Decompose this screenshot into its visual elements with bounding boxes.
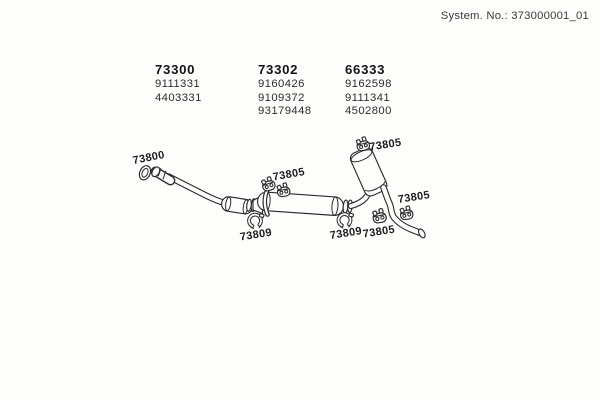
- inlet-coupling: [150, 166, 176, 186]
- callout-73805: 73805: [397, 189, 431, 206]
- part-number: 4403331: [155, 91, 202, 104]
- part-number: 9162598: [345, 78, 392, 90]
- system-number: System. No.: 373000001_01: [440, 10, 589, 22]
- part-group-66333: 66333 9162598 9111341 4502800: [345, 62, 392, 119]
- pipe-clamp-icon: [246, 211, 268, 231]
- callout-73809: 73809: [329, 225, 363, 242]
- rubber-hanger-icon: [398, 204, 415, 221]
- part-number: 9160426: [258, 78, 305, 90]
- part-group-code: 73302: [258, 62, 299, 77]
- callout-73800: 73800: [132, 149, 166, 167]
- part-group-73302: 73302 9160426 9109372 93179448: [258, 62, 311, 119]
- flange-gasket-icon: [138, 165, 152, 181]
- rubber-hanger-icon: [371, 207, 388, 225]
- callout-73809: 73809: [239, 227, 273, 244]
- callout-73805: 73805: [369, 137, 403, 154]
- part-group-code: 66333: [345, 62, 386, 77]
- part-number: 9109372: [258, 91, 305, 104]
- callout-73805: 73805: [362, 224, 396, 241]
- center-muffler: [257, 191, 345, 216]
- callout-73805: 73805: [272, 166, 306, 183]
- part-number: 4502800: [345, 105, 392, 118]
- part-number: 9111331: [155, 78, 201, 90]
- rubber-hanger-icon: [275, 181, 292, 198]
- front-pipe: [165, 173, 225, 205]
- part-number: 9111341: [345, 91, 391, 104]
- part-number: 93179448: [258, 105, 312, 118]
- part-group-code: 73300: [155, 62, 196, 77]
- part-group-73300: 73300 9111331 4403331: [155, 62, 202, 105]
- tailpipe: [380, 184, 426, 239]
